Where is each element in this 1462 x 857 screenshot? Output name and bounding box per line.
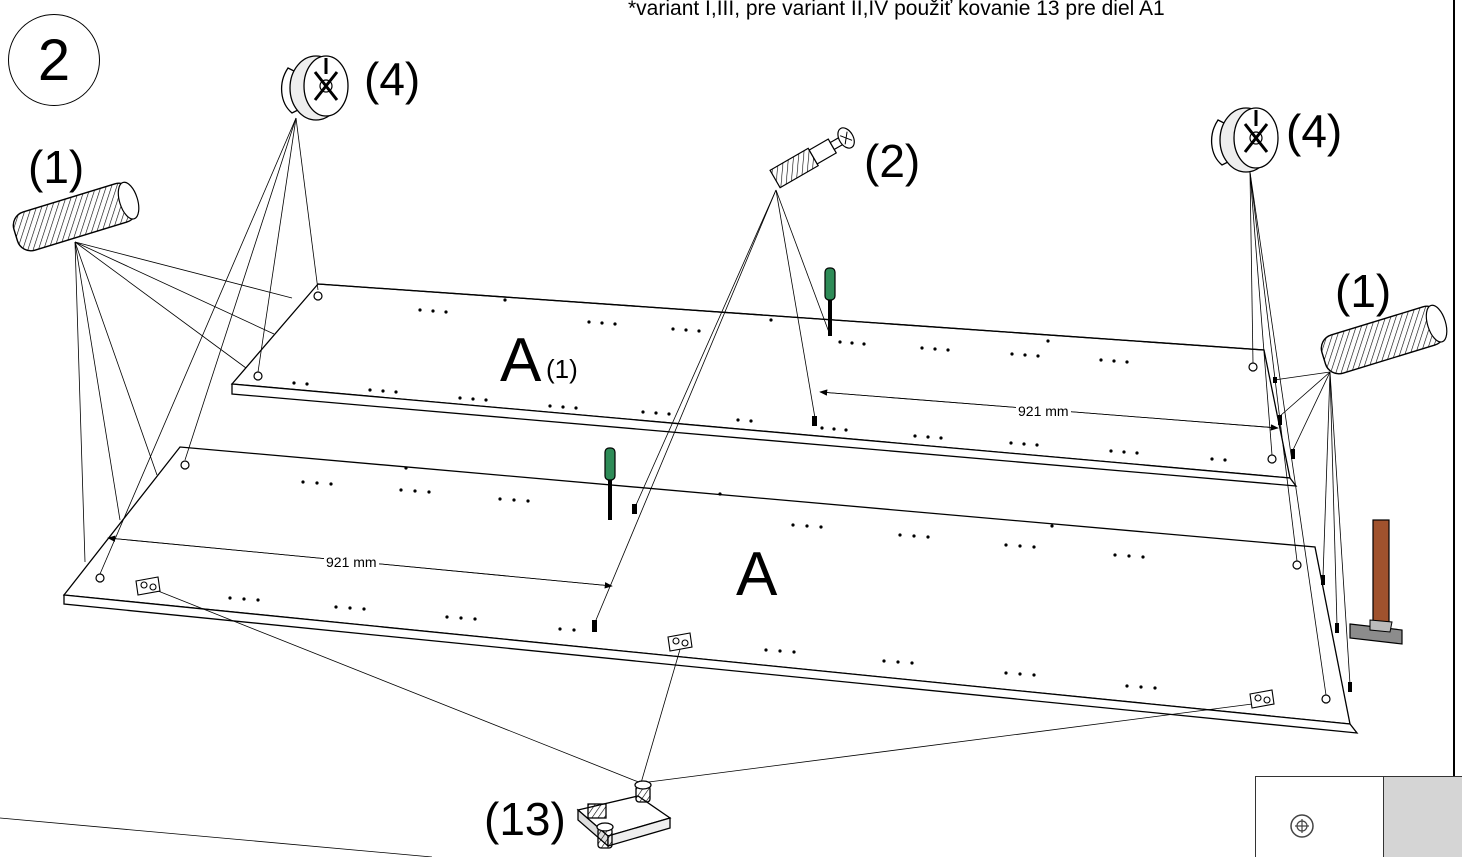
dimension-lower-label: 921 mm <box>324 554 379 570</box>
label-dowel-right: (1) <box>1335 265 1392 317</box>
viewer-corner-panel <box>1255 776 1462 857</box>
dimension-upper-label: 921 mm <box>1016 403 1071 419</box>
panel-lower <box>62 446 1359 734</box>
panel-lower-letter: A <box>736 540 778 609</box>
label-hinge: (13) <box>484 793 566 845</box>
dowel-icon <box>12 181 140 252</box>
hinge-icon <box>576 780 672 849</box>
cam-lock-icon <box>281 55 349 121</box>
cam-lock-icon <box>1211 107 1279 173</box>
panel-upper-sub: (1) <box>546 354 578 384</box>
leader-lines <box>0 117 1351 857</box>
screwdriver-icon <box>604 447 616 520</box>
zoom-icon[interactable] <box>1289 813 1315 839</box>
panel-upper-letter: A <box>500 326 542 395</box>
screwdriver-icon <box>824 267 836 336</box>
holes-lower <box>228 466 1157 690</box>
label-dowel-left: (1) <box>28 141 85 193</box>
viewer-grey-area <box>1383 777 1462 857</box>
panel-upper <box>230 283 1298 487</box>
step-number: 2 <box>8 14 100 106</box>
hinge-icon <box>135 576 1275 709</box>
variant-note: *variant I,III, pre variant II,IV použiť… <box>628 0 1165 20</box>
hammer-icon <box>1349 519 1403 645</box>
dowel-icon <box>1320 304 1448 375</box>
label-cam-bolt: (2) <box>864 135 921 187</box>
label-cam-left: (4) <box>364 53 421 105</box>
cam-holes <box>95 291 1331 704</box>
page-edge-rule <box>1453 0 1455 857</box>
holes-upper <box>292 298 1227 462</box>
cam-bolt-icon <box>769 127 855 189</box>
label-cam-right: (4) <box>1286 105 1343 157</box>
